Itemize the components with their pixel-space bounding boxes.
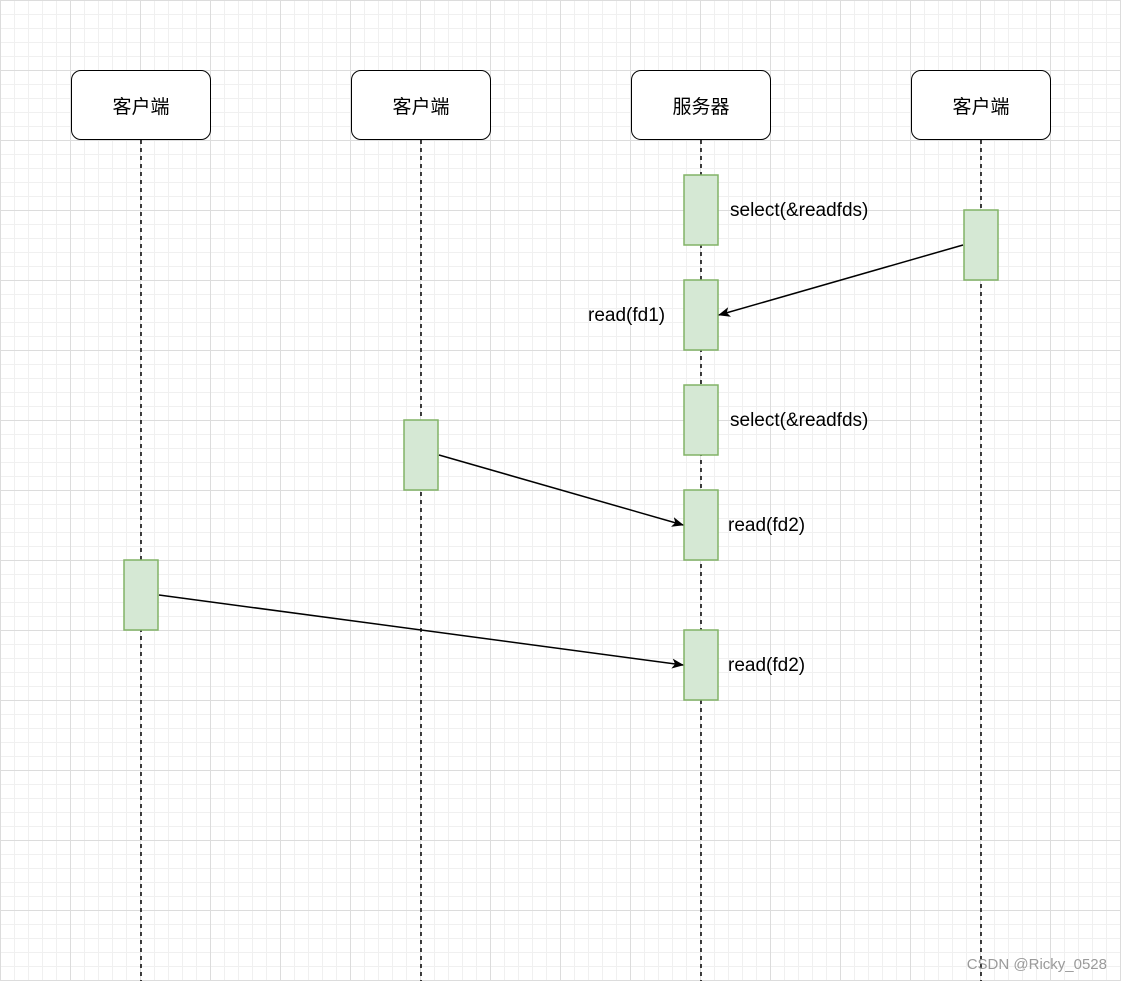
activation-client-2[interactable]	[403, 419, 439, 491]
participant-server[interactable]: 服务器	[631, 70, 771, 140]
activation-server-select-2[interactable]	[683, 384, 719, 456]
participant-client-2[interactable]: 客户端	[351, 70, 491, 140]
activation-server-select-1[interactable]	[683, 174, 719, 246]
label-select-1: select(&readfds)	[730, 200, 869, 221]
participant-label: 客户端	[392, 95, 450, 118]
activation-server-read-fd2-b[interactable]	[683, 629, 719, 701]
label-read-fd2-b: read(fd2)	[728, 655, 806, 676]
participant-label: 客户端	[112, 95, 170, 118]
label-select-2: select(&readfds)	[730, 410, 869, 431]
participant-client-1[interactable]: 客户端	[71, 70, 211, 140]
activation-client-1[interactable]	[123, 559, 159, 631]
watermark: CSDN @Ricky_0528	[966, 956, 1107, 973]
activation-server-read-fd1[interactable]	[683, 279, 719, 351]
message-arrow-client-3-to-server[interactable]	[718, 244, 964, 317]
participant-label: 客户端	[952, 95, 1010, 118]
message-arrow-client-1-to-server[interactable]	[158, 594, 684, 669]
label-read-fd2-a: read(fd2)	[728, 515, 806, 536]
message-arrow-client-2-to-server[interactable]	[438, 454, 684, 527]
activation-server-read-fd2-a[interactable]	[683, 489, 719, 561]
label-read-fd1: read(fd1)	[588, 305, 666, 326]
participant-label: 服务器	[672, 95, 730, 118]
activation-client-3[interactable]	[963, 209, 999, 281]
participant-client-3[interactable]: 客户端	[911, 70, 1051, 140]
